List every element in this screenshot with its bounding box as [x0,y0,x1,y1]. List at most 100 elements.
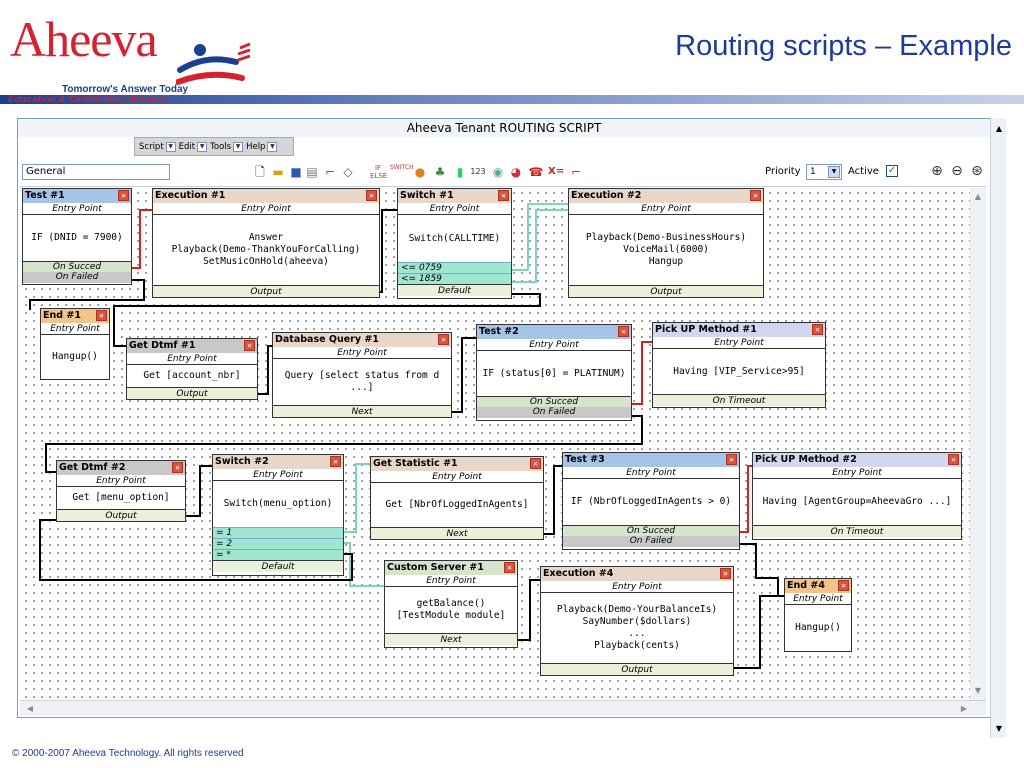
node-test-1[interactable]: Test #1 ✕ Entry Point IF (DNID = 7900) O… [22,188,132,285]
script-name-input[interactable]: General [22,164,170,180]
output-port[interactable]: Output [569,285,763,297]
close-icon[interactable]: ✕ [330,456,341,467]
on-failed-port[interactable]: On Failed [23,272,131,283]
menu-edit[interactable]: Edit▼ [179,141,208,152]
case-port[interactable]: = 2 [213,538,343,549]
menu-help[interactable]: Help▼ [246,141,278,152]
scroll-down-icon[interactable]: ▼ [995,724,1003,733]
document-icon[interactable]: ▮ [456,165,464,179]
output-port[interactable]: Output [153,285,379,297]
close-icon[interactable]: ✕ [618,326,629,337]
on-failed-port[interactable]: On Failed [563,536,739,547]
node-pickup-method-1[interactable]: Pick UP Method #1 ✕ Entry Point Having [… [652,322,826,408]
close-icon[interactable]: ✕ [504,562,515,573]
node-body: Having [AgentGroup=AheevaGro ...] [762,496,952,507]
case-port[interactable]: <= 1859 [398,273,511,284]
case-port[interactable]: <= 0759 [398,262,511,273]
scroll-up-icon[interactable]: ▲ [974,192,982,201]
eraser-icon[interactable]: ◇ [343,165,353,179]
menu-tools[interactable]: Tools▼ [210,141,244,152]
node-body: Query [select status from d ...] [284,370,440,393]
user-icon[interactable]: ● [414,165,426,179]
node-get-dtmf-2[interactable]: Get Dtmf #2 ✕ Entry Point Get [menu_opti… [56,460,186,522]
next-port[interactable]: Next [371,527,543,539]
node-switch-2[interactable]: Switch #2 ✕ Entry Point Switch(menu_opti… [212,454,344,576]
default-port[interactable]: Default [398,284,511,296]
case-port[interactable]: = 1 [213,527,343,538]
close-icon[interactable]: ✕ [498,190,509,201]
close-icon[interactable]: ✕ [118,190,129,201]
active-checkbox[interactable]: ✓ [886,165,898,177]
node-title: Get Dtmf #2 [57,461,185,475]
close-icon[interactable]: ✕ [366,190,377,201]
on-failed-port[interactable]: On Failed [477,407,631,418]
close-icon[interactable]: ✕ [838,580,849,591]
on-timeout-port[interactable]: On Timeout [653,394,825,406]
node-database-query-1[interactable]: Database Query #1 ✕ Entry Point Query [s… [272,332,452,418]
switch-icon[interactable]: SWITCH [390,164,414,171]
close-icon[interactable]: ✕ [750,190,761,201]
zoom-out-icon[interactable]: ⊖ [951,163,963,179]
close-icon[interactable]: ✕ [244,340,255,351]
logo-figure-icon [176,42,251,85]
scroll-right-icon[interactable]: ▶ [960,704,968,713]
users-icon[interactable]: ♣ [434,165,446,179]
on-succeed-port[interactable]: On Succed [23,261,131,272]
node-switch-1[interactable]: Switch #1 ✕ Entry Point Switch(CALLTIME)… [397,188,512,299]
close-icon[interactable]: ✕ [812,324,823,335]
canvas-horizontal-scrollbar[interactable]: ◀ ▶ [20,700,986,716]
zoom-in-icon[interactable]: ⊕ [931,163,943,179]
open-folder-icon[interactable]: ▬ [272,165,284,179]
node-execution-4[interactable]: Execution #4 ✕ Entry Point Playback(Demo… [540,566,734,676]
priority-select[interactable]: 1▼ [806,164,842,180]
node-get-statistic-1[interactable]: Get Statistic #1 ✕ Entry Point Get [NbrO… [370,456,544,540]
next-port[interactable]: Next [385,633,517,645]
close-icon[interactable]: ✕ [720,568,731,579]
menu-script[interactable]: Script▼ [139,141,176,152]
node-execution-2[interactable]: Execution #2 ✕ Entry Point Playback(Demo… [568,188,764,298]
node-end-4[interactable]: End #4 ✕ Entry Point Hangup() [784,578,852,652]
default-port[interactable]: Default [213,560,343,572]
output-port[interactable]: Output [127,387,257,399]
node-custom-server-1[interactable]: Custom Server #1 ✕ Entry Point getBalanc… [384,560,518,648]
zoom-fit-icon[interactable]: ⊛ [971,163,983,179]
output-port[interactable]: Output [541,663,733,675]
scroll-down-icon[interactable]: ▼ [974,686,982,695]
node-end-1[interactable]: End #1 ✕ Entry Point Hangup() [40,308,110,380]
node-execution-1[interactable]: Execution #1 ✕ Entry Point Answer Playba… [152,188,380,298]
case-port[interactable]: = * [213,549,343,560]
connector-icon[interactable]: ⌐ [324,165,336,179]
page-scrollbar[interactable]: ▲ ▼ [990,118,1006,738]
on-succeed-port[interactable]: On Succed [477,396,631,407]
next-port[interactable]: Next [273,405,451,417]
close-icon[interactable]: ✕ [948,454,959,465]
numbers-icon[interactable]: 123 [470,167,486,176]
node-pickup-method-2[interactable]: Pick UP Method #2 ✕ Entry Point Having [… [752,452,962,540]
close-icon[interactable]: ✕ [726,454,737,465]
x-equals-icon[interactable]: X= [548,166,565,177]
new-file-icon[interactable]: 🗋 [255,165,265,179]
close-icon[interactable]: ✕ [530,458,541,469]
scroll-up-icon[interactable]: ▲ [995,124,1003,133]
pie-chart-icon[interactable]: ◕ [510,165,522,179]
canvas-vertical-scrollbar[interactable]: ▲ ▼ [970,188,986,700]
paste-icon[interactable]: ▤ [306,165,318,179]
save-icon[interactable]: ■ [290,165,302,179]
close-icon[interactable]: ✕ [172,462,183,473]
on-timeout-port[interactable]: On Timeout [753,525,961,537]
node-body: Get [account_nbr] [143,370,241,381]
on-succeed-port[interactable]: On Succed [563,525,739,536]
scroll-left-icon[interactable]: ◀ [26,704,34,713]
database-icon[interactable]: ◉ [492,165,504,179]
close-icon[interactable]: ✕ [438,334,449,345]
node-get-dtmf-1[interactable]: Get Dtmf #1 ✕ Entry Point Get [account_n… [126,338,258,400]
node-line: Playback(Demo-ThankYouForCalling) [171,244,361,255]
output-port[interactable]: Output [57,509,185,521]
aheeva-logo: Aheeva [10,11,158,67]
flow-icon[interactable]: ⌐ [570,165,582,179]
node-test-3[interactable]: Test #3 ✕ Entry Point IF (NbrOfLoggedInA… [562,452,740,550]
phone-icon[interactable]: ☎ [528,165,544,179]
close-icon[interactable]: ✕ [96,310,107,321]
node-test-2[interactable]: Test #2 ✕ Entry Point IF (status[0] = PL… [476,324,632,421]
